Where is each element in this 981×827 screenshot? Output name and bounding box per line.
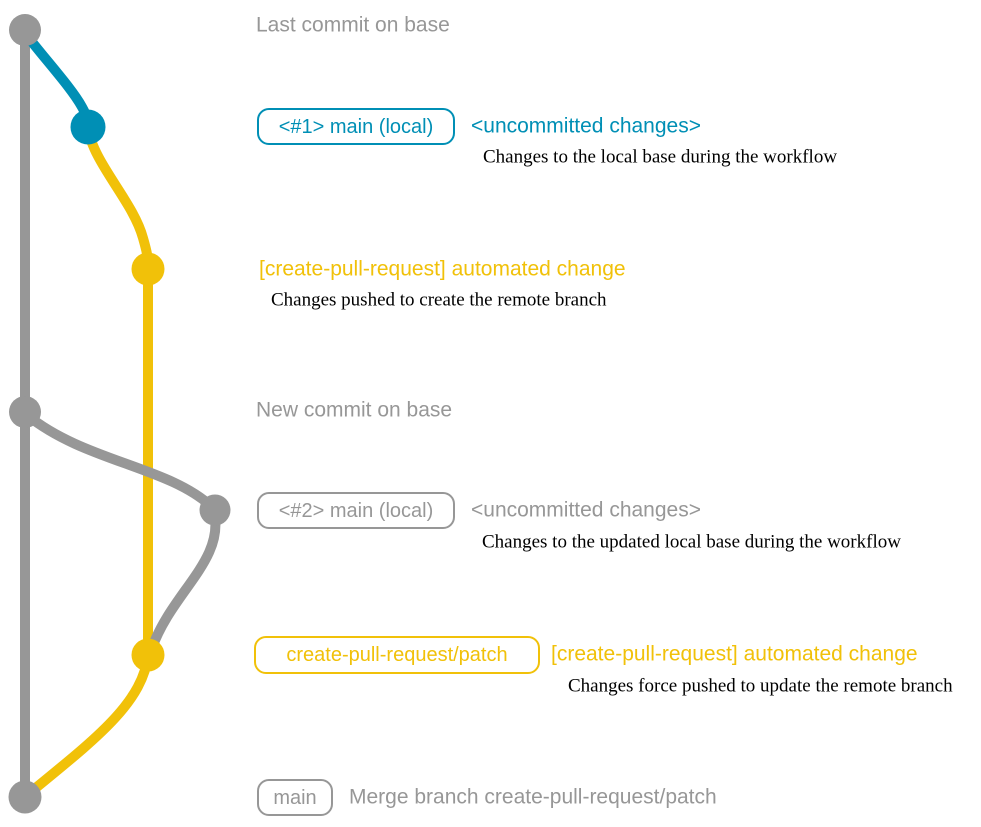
commit-description-uncommitted-changes-1: Changes to the local base during the wor…: [483, 146, 838, 168]
branch-label-create-pull-request-patch-text: create-pull-request/patch: [286, 644, 508, 666]
commit-message-uncommitted-changes-1: <uncommitted changes>: [471, 114, 701, 138]
branch-label-main-text: main: [273, 786, 317, 809]
commit-message-uncommitted-changes-2: <uncommitted changes>: [471, 498, 701, 522]
commit-dot-automated-change-2: [131, 638, 165, 672]
patch-merge-line: [27, 650, 153, 796]
commit-dot-uncommitted-changes-1: [70, 109, 106, 145]
commit-message-merge: Merge branch create-pull-request/patch: [349, 785, 717, 809]
commit-message-automated-change-2: [create-pull-request] automated change: [551, 642, 918, 666]
commit-dot-last-commit-on-base: [9, 14, 41, 46]
commit-description-automated-change-1: Changes pushed to create the remote bran…: [271, 289, 607, 311]
branch-label-main-local-1-text: <#1> main (local): [278, 115, 434, 138]
commit-description-automated-change-2: Changes force pushed to update the remot…: [568, 675, 953, 697]
commit-message-last-commit-on-base: Last commit on base: [256, 13, 450, 37]
patch-branch-line: [83, 123, 153, 660]
commit-dot-automated-change-1: [131, 252, 165, 286]
updated-local-main-branch-out-line: [22, 410, 217, 512]
commit-message-new-commit-on-base: New commit on base: [256, 398, 453, 422]
branch-label-main-local-2: <#2> main (local): [257, 492, 455, 529]
commit-dot-merge: [8, 780, 42, 814]
branch-label-main-local-1: <#1> main (local): [257, 108, 455, 145]
updated-local-main-branch-in-line: [147, 507, 221, 653]
branch-label-main: main: [257, 779, 333, 816]
commit-dot-new-commit-on-base: [9, 396, 41, 428]
branch-label-create-pull-request-patch: create-pull-request/patch: [254, 636, 540, 674]
commit-message-automated-change-1: [create-pull-request] automated change: [259, 257, 626, 281]
commit-dot-uncommitted-changes-2: [199, 494, 231, 526]
branch-label-main-local-2-text: <#2> main (local): [278, 499, 434, 522]
commit-description-uncommitted-changes-2: Changes to the updated local base during…: [482, 531, 901, 553]
